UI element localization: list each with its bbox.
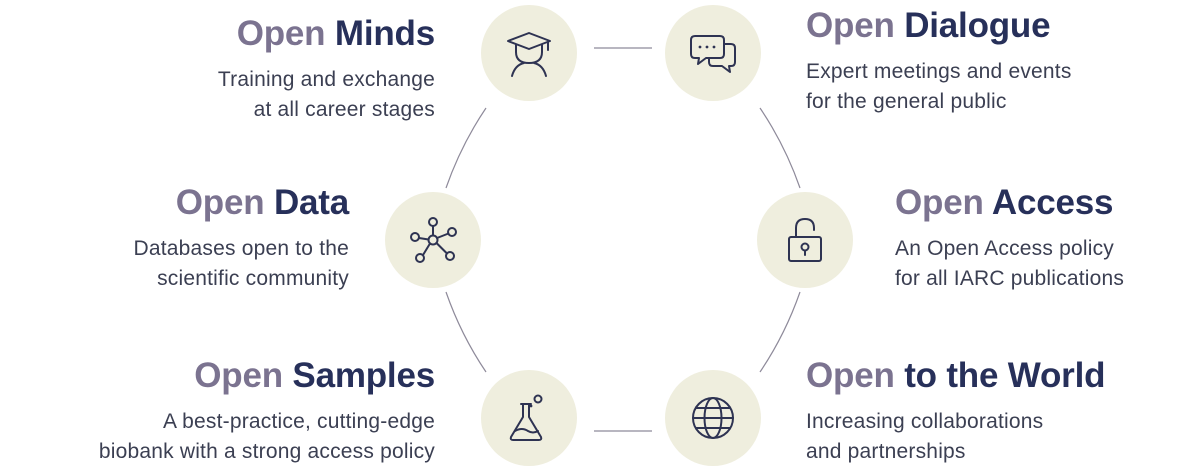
open-padlock-icon xyxy=(788,218,822,262)
connector-samples-data xyxy=(445,291,487,373)
label-open-samples: Open Samples A best-practice, cutting-ed… xyxy=(99,356,435,467)
node-open-world xyxy=(665,370,761,466)
item-title: Open Data xyxy=(175,183,349,222)
label-open-world: Open to the World Increasing collaborati… xyxy=(806,356,1105,467)
connector-dialogue-access xyxy=(759,107,801,189)
globe-icon xyxy=(692,397,734,439)
lab-flask-icon xyxy=(509,394,543,441)
node-open-minds xyxy=(481,5,577,101)
item-title: Open Dialogue xyxy=(806,6,1051,45)
item-title: Open to the World xyxy=(806,356,1106,395)
connector-access-world xyxy=(759,291,801,373)
item-title: Open Minds xyxy=(236,14,435,53)
item-title: Open Samples xyxy=(194,356,435,395)
node-open-access xyxy=(757,192,853,288)
node-open-samples xyxy=(481,370,577,466)
label-open-dialogue: Open Dialogue Expert meetings and events… xyxy=(806,6,1072,117)
connector-data-minds xyxy=(445,107,487,189)
speech-bubbles-icon xyxy=(690,35,736,73)
node-open-dialogue xyxy=(665,5,761,101)
node-open-data xyxy=(385,192,481,288)
item-title: Open Access xyxy=(895,183,1114,222)
network-nodes-icon xyxy=(410,217,457,263)
graduate-icon xyxy=(507,32,551,77)
